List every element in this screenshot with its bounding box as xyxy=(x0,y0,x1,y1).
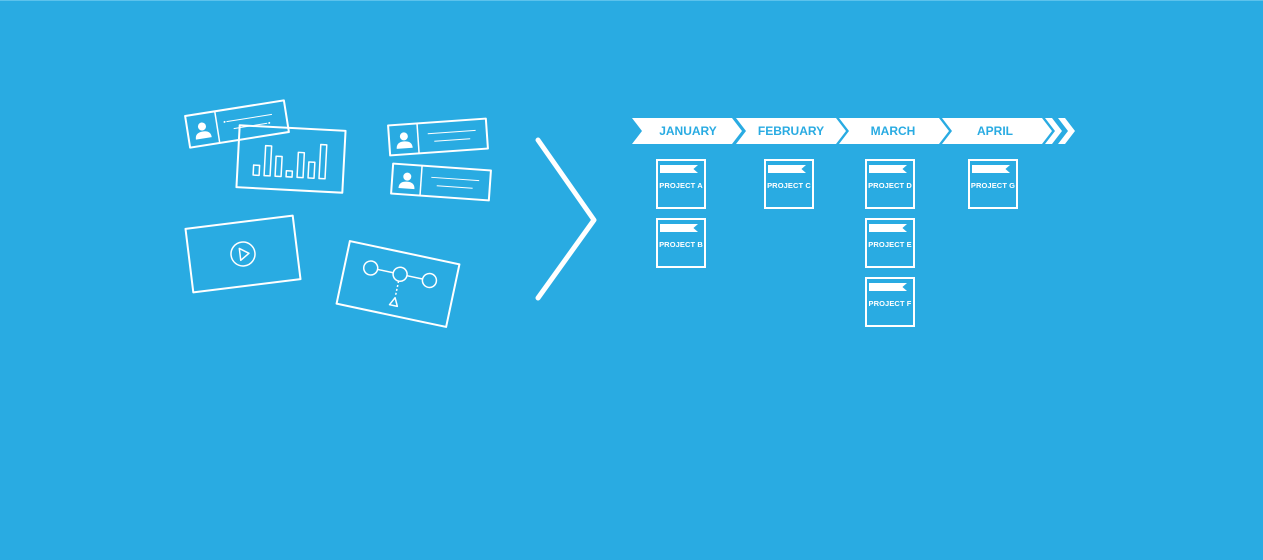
workflow-icon xyxy=(362,260,438,308)
month-label-march: MARCH xyxy=(870,124,916,138)
flag-icon xyxy=(972,165,1010,173)
timeline-segment-february xyxy=(736,118,846,144)
bar-chart-icon xyxy=(252,143,328,180)
project-card-e[interactable]: PROJECT E xyxy=(865,218,915,268)
user-icon xyxy=(195,122,212,140)
flag-icon xyxy=(869,224,907,232)
timeline-end-chevron-1 xyxy=(1045,118,1062,144)
chart-card xyxy=(235,124,347,194)
project-label: PROJECT D xyxy=(868,181,912,190)
flag-icon xyxy=(660,165,698,173)
flag-icon xyxy=(768,165,806,173)
user-icon xyxy=(396,132,413,149)
video-card xyxy=(184,214,302,294)
flag-icon xyxy=(660,224,698,232)
user-icon xyxy=(398,172,415,190)
project-label: PROJECT C xyxy=(767,181,811,190)
user-card-3 xyxy=(390,162,492,202)
play-icon xyxy=(230,241,256,267)
project-label: PROJECT B xyxy=(659,240,703,249)
month-label-january: JANUARY xyxy=(659,124,717,138)
project-label: PROJECT G xyxy=(970,181,1016,190)
chevron-right-icon xyxy=(535,137,597,301)
project-card-c[interactable]: PROJECT C xyxy=(764,159,814,209)
content-cards-illustration xyxy=(184,99,492,328)
project-card-f[interactable]: PROJECT F xyxy=(865,277,915,327)
project-label: PROJECT F xyxy=(868,299,912,308)
project-card-a[interactable]: PROJECT A xyxy=(656,159,706,209)
timeline-end-chevron-2 xyxy=(1058,118,1075,144)
project-card-b[interactable]: PROJECT B xyxy=(656,218,706,268)
project-label: PROJECT E xyxy=(868,240,912,249)
project-card-d[interactable]: PROJECT D xyxy=(865,159,915,209)
timeline-segment-january xyxy=(632,118,742,144)
month-label-february: FEBRUARY xyxy=(757,124,825,138)
workflow-card xyxy=(335,240,461,328)
flag-icon xyxy=(869,283,907,291)
month-label-april: APRIL xyxy=(977,124,1013,138)
user-card-2 xyxy=(387,117,489,157)
project-card-g[interactable]: PROJECT G xyxy=(968,159,1018,209)
timeline-bar xyxy=(632,118,1075,144)
user-card-1 xyxy=(184,99,290,149)
flag-icon xyxy=(869,165,907,173)
project-label: PROJECT A xyxy=(659,181,703,190)
timeline-segment-march xyxy=(839,118,949,144)
timeline-segment-april xyxy=(942,118,1052,144)
top-border xyxy=(0,0,1263,1)
